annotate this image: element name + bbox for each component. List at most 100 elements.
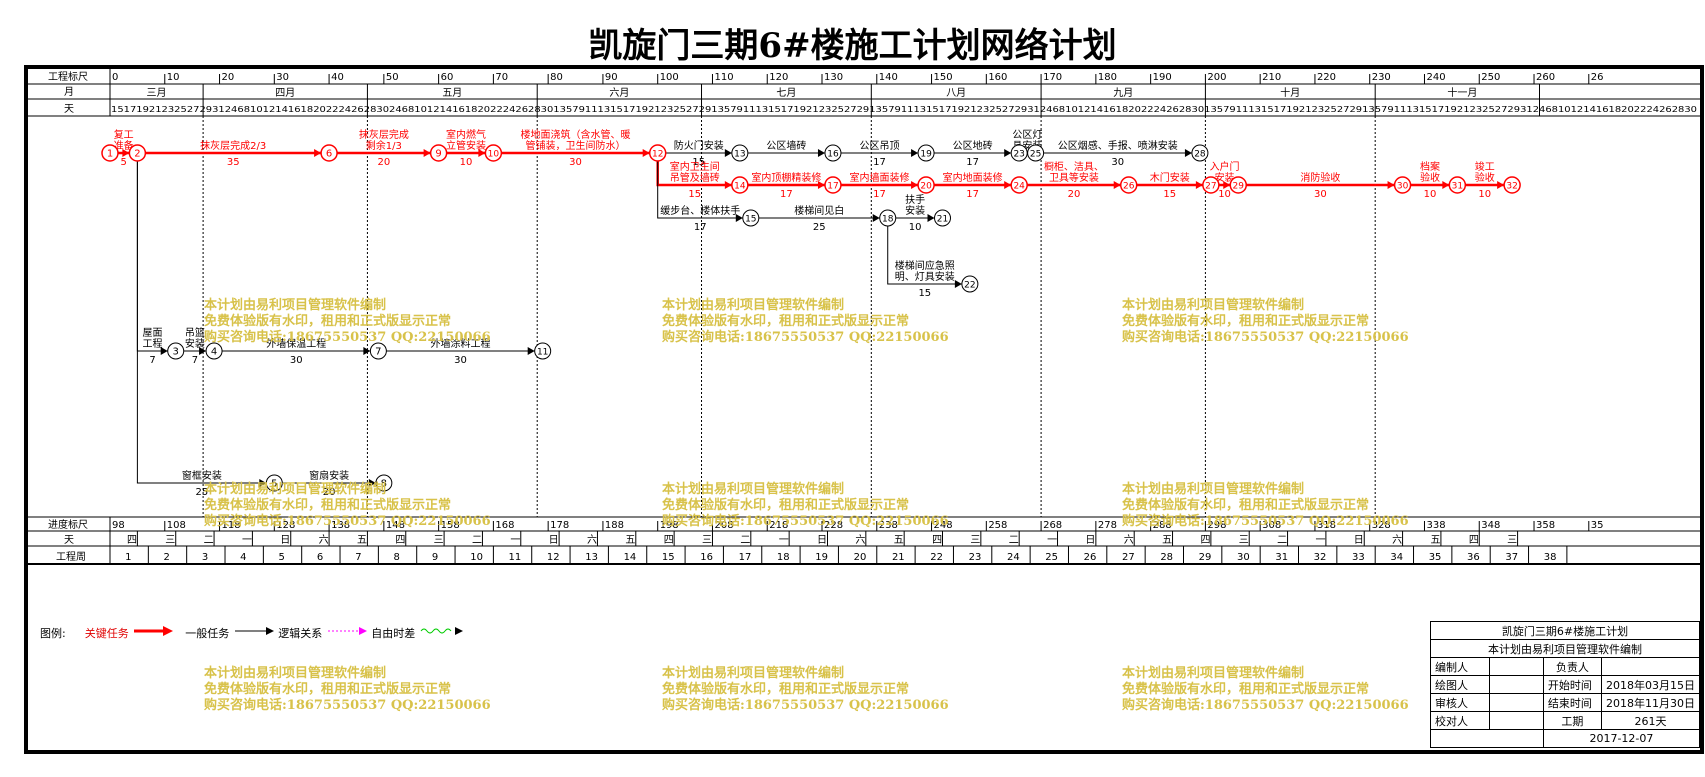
- task-duration: 7: [192, 355, 198, 366]
- arrowhead-icon: [817, 149, 825, 157]
- watermark-text: 免费体验版有水印，租用和正式版显示正常: [1122, 497, 1369, 513]
- node-circle: [731, 144, 749, 162]
- watermark-text: 购买咨询电话:18675550537 QQ:22150066: [204, 513, 491, 529]
- node-number: 13: [734, 150, 745, 160]
- arrowhead-icon: [368, 479, 376, 487]
- scale-tick-label: 200: [1207, 72, 1226, 83]
- weekday: 二: [204, 535, 214, 546]
- node-circle: [534, 342, 552, 360]
- arrowhead-icon: [872, 214, 880, 222]
- task-duration: 30: [1111, 157, 1124, 168]
- month-name: 六月: [609, 87, 629, 99]
- weekday: 日: [1085, 535, 1095, 546]
- legend-logic-arrow-icon: [327, 627, 367, 635]
- info-start: 2018年03月15日: [1600, 675, 1701, 694]
- task-arrow: [657, 161, 743, 219]
- task-name: 扶手: [905, 193, 925, 206]
- node-circle: [934, 209, 952, 227]
- scale-tick-label: 250: [1481, 72, 1500, 83]
- node-number: 27: [1205, 182, 1216, 192]
- task-name: 入户门: [1210, 160, 1240, 173]
- week-number: 9: [432, 552, 438, 563]
- info-checker-label: 校对人: [1429, 711, 1491, 730]
- task-duration: 15: [692, 157, 705, 168]
- scale-tick-label: 70: [495, 72, 508, 83]
- node-circle: [429, 144, 448, 162]
- progress-tick-label: 238: [879, 520, 898, 531]
- node-circle: [1027, 144, 1045, 162]
- weekday: 二: [1277, 535, 1287, 546]
- node-number: 25: [1030, 150, 1041, 160]
- progress-tick-label: 248: [934, 520, 953, 531]
- arrowhead-icon: [1442, 181, 1450, 189]
- task-duration: 20: [377, 157, 390, 168]
- arrowhead-icon: [122, 149, 130, 157]
- week-number: 20: [854, 552, 867, 563]
- arrowhead-icon: [1223, 181, 1231, 189]
- week-number: 31: [1275, 552, 1288, 563]
- arrowhead-icon: [911, 149, 919, 157]
- week-label: 工程周: [56, 551, 86, 563]
- month-name: 七月: [776, 87, 796, 99]
- weekday: 五: [894, 535, 904, 546]
- node-circle: [167, 342, 185, 360]
- info-title: 凯旋门三期6#楼施工计划: [1430, 621, 1700, 640]
- task-name: 橱柜、洁具、: [1044, 160, 1104, 173]
- scale-tick-label: 60: [441, 72, 454, 83]
- week-number: 28: [1160, 552, 1173, 563]
- node-number: 29: [1233, 182, 1245, 192]
- week-number: 21: [892, 552, 905, 563]
- scale-tick-label: 190: [1153, 72, 1172, 83]
- node-number: 32: [1506, 182, 1517, 192]
- node-circle: [101, 144, 119, 162]
- node-number: 18: [882, 215, 894, 225]
- node-number: 10: [488, 150, 500, 160]
- weekday: 二: [740, 535, 750, 546]
- week-number: 10: [470, 552, 483, 563]
- watermark-text: 本计划由易利项目管理软件编制: [662, 481, 844, 497]
- node-circle: [128, 144, 147, 162]
- progress-tick-label: 278: [1098, 520, 1117, 531]
- task-name: 抹灰层完成2/3: [200, 139, 266, 152]
- week-number: 11: [509, 552, 522, 563]
- arrowhead-icon: [314, 149, 322, 157]
- task-duration: 10: [1424, 189, 1437, 200]
- scale-tick-label: 80: [550, 72, 563, 83]
- task-name: 明、灯具安装: [895, 270, 955, 283]
- scale-tick-label: 30: [276, 72, 289, 83]
- node-number: 17: [827, 182, 838, 192]
- task-name: 缓步台、楼体扶手: [660, 204, 740, 217]
- watermark-text: 购买咨询电话:18675550537 QQ:22150066: [1122, 513, 1409, 529]
- task-name: 木门安装: [1150, 171, 1190, 184]
- task-duration: 20: [1068, 189, 1081, 200]
- node-circle: [265, 474, 283, 492]
- progress-tick-label: 98: [112, 520, 125, 531]
- node-number: 21: [937, 215, 948, 225]
- week-number: 29: [1199, 552, 1212, 563]
- task-arrow: [887, 226, 962, 285]
- info-owner: [1600, 657, 1701, 676]
- watermark-text: 免费体验版有水印，租用和正式版显示正常: [1122, 681, 1369, 697]
- legend-critical-arrow-icon: [134, 626, 174, 636]
- node-circle: [484, 144, 503, 162]
- info-drawer: [1489, 675, 1544, 694]
- node-circle: [369, 342, 387, 360]
- weekday: 一: [510, 535, 520, 546]
- task-name: 室内顶棚精装修: [751, 171, 821, 184]
- node-circle: [205, 342, 223, 360]
- arrowhead-icon: [642, 149, 650, 157]
- progress-label: 进度标尺: [48, 518, 88, 531]
- watermark-text: 免费体验版有水印，租用和正式版显示正常: [204, 313, 451, 329]
- weekday: 五: [357, 535, 367, 546]
- progress-tick-label: 218: [769, 520, 788, 531]
- watermark-text: 免费体验版有水印，租用和正式版显示正常: [662, 681, 909, 697]
- arrowhead-icon: [724, 181, 732, 189]
- weekday: 一: [1315, 535, 1325, 546]
- task-name: 窗框安装: [182, 469, 222, 482]
- month-name: 八月: [946, 87, 966, 99]
- watermark-text: 本计划由易利项目管理软件编制: [1122, 297, 1304, 313]
- node-circle: [824, 144, 842, 162]
- arrowhead-icon: [259, 479, 267, 487]
- task-duration: 15: [918, 288, 931, 299]
- weekday: 六: [1392, 534, 1402, 546]
